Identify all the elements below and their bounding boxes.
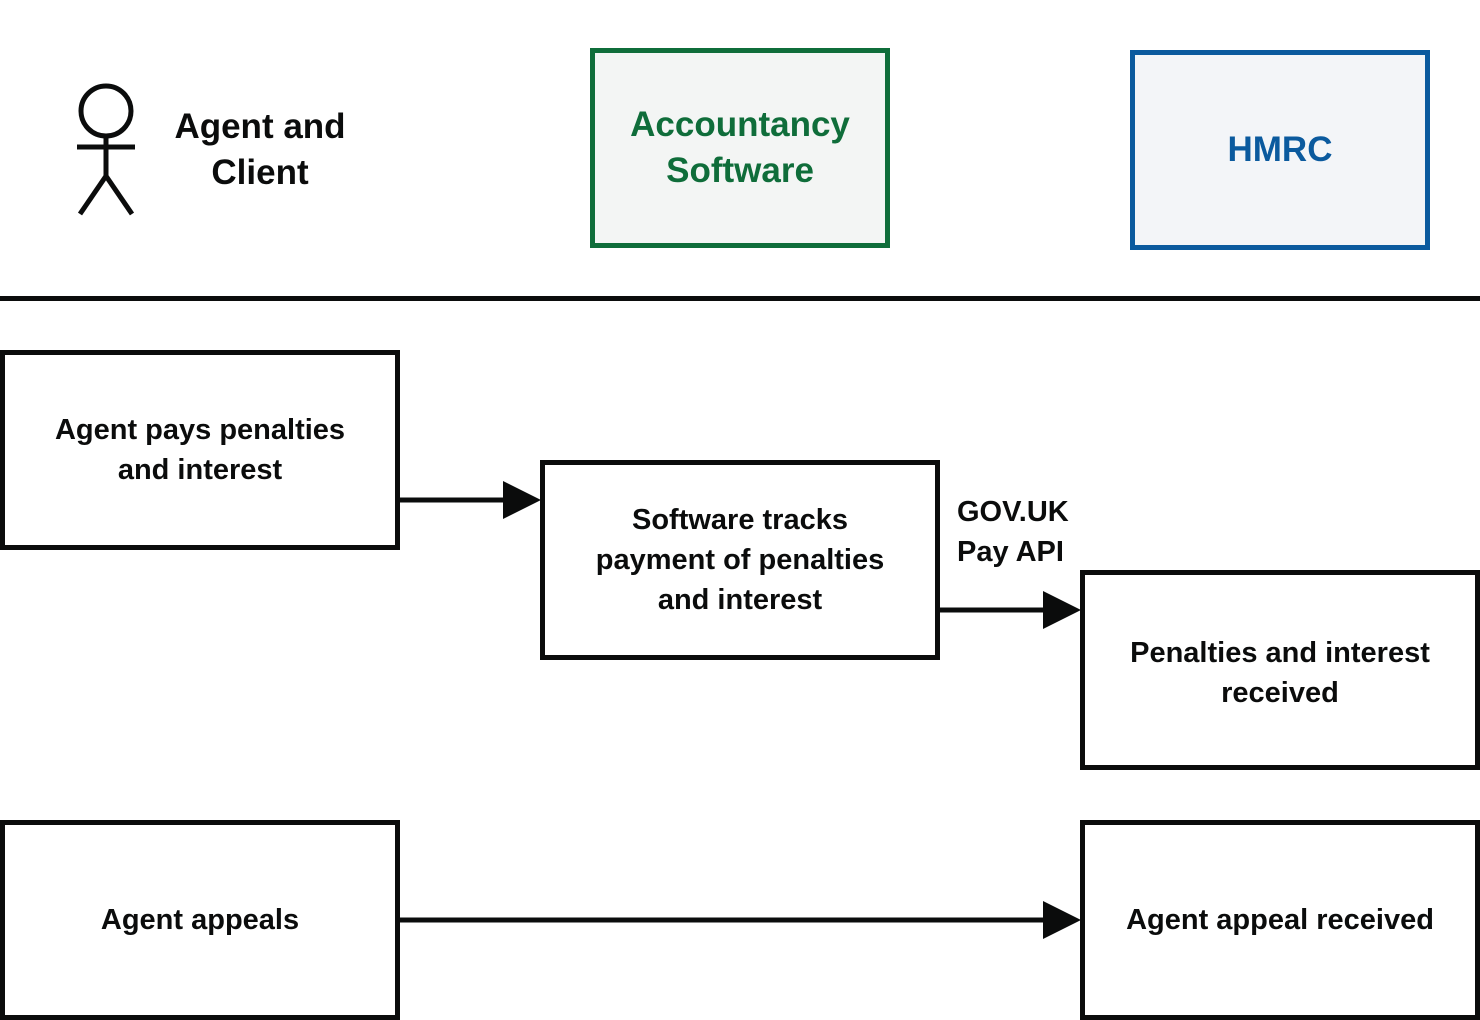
- hmrc-lane-label: HMRC: [1227, 130, 1333, 169]
- arrow-pays-to-tracks: [398, 481, 541, 519]
- pay-api-label-line2: Pay API: [957, 536, 1064, 568]
- software-lane-label: Accountancy Software: [630, 105, 850, 190]
- arrow-right-icon: [1043, 901, 1081, 939]
- arrow-right-icon: [503, 481, 541, 519]
- stick-figure-icon: [77, 83, 135, 216]
- step-software-tracks-label: Software tracks payment of penalties and…: [595, 504, 885, 616]
- step-agent-pays-label: Agent pays penalties and interest: [54, 414, 346, 486]
- pay-api-label-line1: GOV.UK: [957, 496, 1069, 528]
- step-agent-appeals: Agent appeals: [0, 820, 400, 1020]
- software-lane-header: Accountancy Software: [590, 48, 890, 248]
- lane-divider: [0, 296, 1480, 301]
- step-appeal-received: Agent appeal received: [1080, 820, 1480, 1020]
- pay-api-label: GOV.UK Pay API: [957, 492, 1097, 572]
- actor-lane-label: Agent and Client: [174, 107, 346, 192]
- step-penalties-received-label: Penalties and interest received: [1130, 637, 1430, 709]
- arrow-tracks-to-received: [938, 591, 1081, 629]
- step-software-tracks: Software tracks payment of penalties and…: [540, 460, 940, 660]
- hmrc-lane-header: HMRC: [1130, 50, 1430, 250]
- step-agent-pays: Agent pays penalties and interest: [0, 350, 400, 550]
- arrow-appeals-to-received: [398, 901, 1081, 939]
- step-penalties-received: Penalties and interest received: [1080, 570, 1480, 770]
- step-appeal-received-label: Agent appeal received: [1126, 904, 1434, 936]
- arrow-right-icon: [1043, 591, 1081, 629]
- step-agent-appeals-label: Agent appeals: [100, 904, 300, 936]
